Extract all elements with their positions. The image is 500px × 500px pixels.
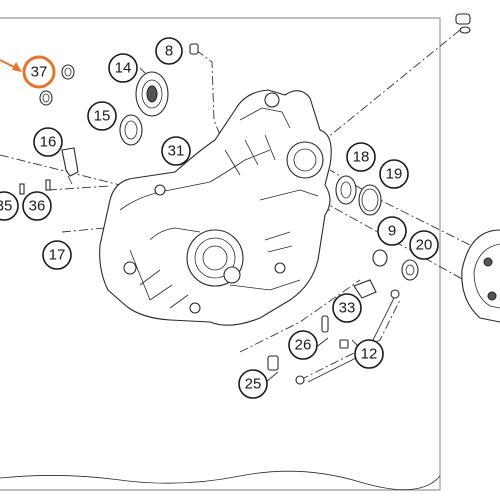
cover-partial (461, 229, 500, 323)
parts-26-25-12-hardware (267, 315, 349, 385)
part-15-bearing (119, 114, 143, 146)
callout-19[interactable]: 19 (379, 159, 409, 189)
callout-37-label: 37 (31, 64, 48, 81)
callout-18[interactable]: 18 (346, 142, 376, 172)
callout-33[interactable]: 33 (332, 293, 362, 323)
callout-16-label: 16 (40, 134, 57, 151)
callout-9[interactable]: 9 (377, 216, 407, 246)
callout-31-label: 31 (168, 143, 185, 160)
part-33-bracket (353, 279, 400, 299)
callout-33-label: 33 (339, 300, 356, 317)
callout-35[interactable]: 35 (0, 191, 19, 221)
callout-9-label: 9 (388, 223, 396, 240)
callout-8[interactable]: 8 (155, 37, 183, 65)
callout-16[interactable]: 16 (33, 127, 63, 157)
callout-14[interactable]: 14 (108, 53, 138, 83)
callout-31[interactable]: 31 (161, 136, 191, 166)
top-right-hardware (455, 13, 471, 34)
callout-25[interactable]: 25 (238, 369, 268, 399)
callout-35-label: 35 (0, 198, 12, 215)
callout-36[interactable]: 36 (22, 191, 52, 221)
torn-edge (0, 470, 441, 491)
callout-12[interactable]: 12 (354, 339, 384, 369)
part-35-36-pins (19, 179, 51, 195)
callout-15[interactable]: 15 (87, 101, 117, 131)
callout-8-label: 8 (165, 43, 173, 60)
callout-18-label: 18 (353, 149, 370, 166)
part-37-bushings (39, 64, 75, 106)
callout-20-label: 20 (416, 237, 433, 254)
callout-17-label: 17 (49, 247, 66, 264)
part-16-sensor (61, 147, 79, 185)
part-19-oring (358, 184, 382, 216)
callout-17[interactable]: 17 (42, 240, 72, 270)
callout-19-label: 19 (386, 166, 403, 183)
callout-20[interactable]: 20 (409, 230, 439, 260)
callout-14-label: 14 (115, 60, 132, 77)
part-18-seal (335, 175, 357, 205)
callout-36-label: 36 (29, 198, 46, 215)
part-8-dowel (189, 43, 199, 55)
callout-25-label: 25 (245, 376, 262, 393)
diagram-frame (0, 17, 441, 491)
callout-26[interactable]: 26 (288, 330, 318, 360)
part-9-20-bushings (372, 249, 419, 281)
highlight-arrow (0, 59, 22, 72)
part-14-bearing (135, 71, 169, 117)
callout-15-label: 15 (94, 108, 111, 125)
crankcase-body (99, 89, 332, 326)
callout-12-label: 12 (361, 346, 378, 363)
callout-26-label: 26 (295, 337, 312, 354)
callout-37[interactable]: 37 (22, 55, 56, 89)
